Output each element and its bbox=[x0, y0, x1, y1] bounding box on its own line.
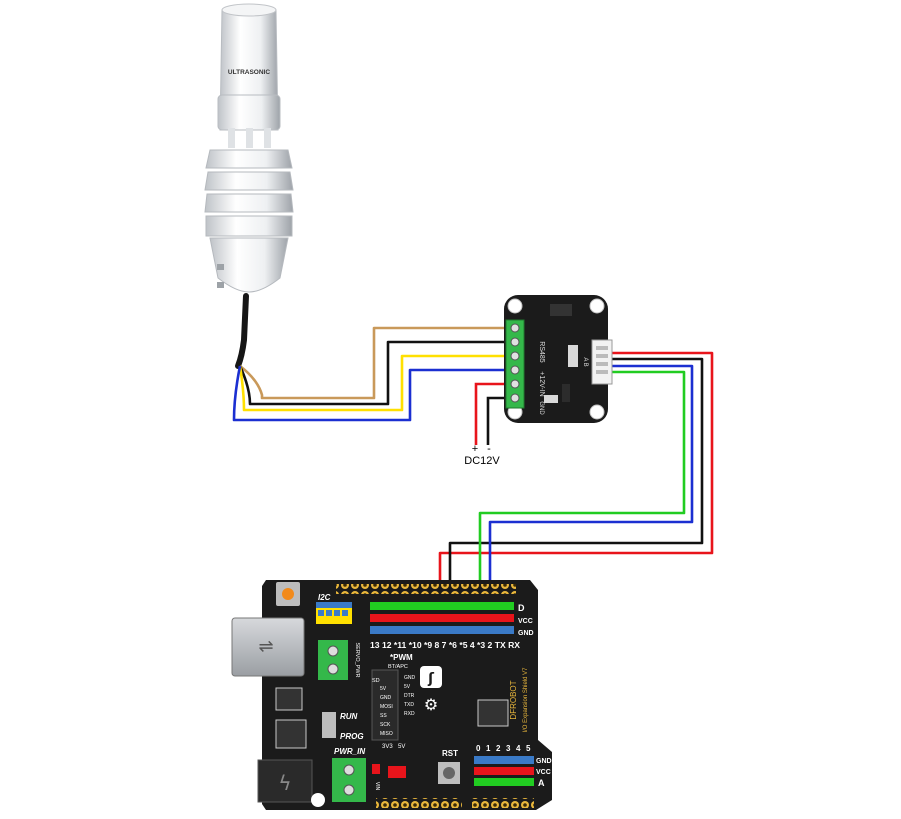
sd-label: SD bbox=[372, 678, 380, 684]
power-label: DC12V bbox=[464, 455, 500, 467]
svg-text:GND: GND bbox=[380, 695, 392, 701]
wire-blue-data bbox=[488, 364, 694, 610]
usb-icon: ⇌ bbox=[258, 636, 273, 657]
rs485-module: RS485 +12V-IN GND A B bbox=[504, 295, 613, 423]
gnd-label-bottom: GND bbox=[536, 758, 552, 765]
sensor-wires bbox=[232, 326, 520, 422]
gear-icon: ⚙ bbox=[424, 695, 438, 714]
svg-text:SCK: SCK bbox=[380, 722, 391, 728]
svg-text:5V: 5V bbox=[380, 686, 387, 692]
run-prog-switch[interactable] bbox=[322, 712, 336, 738]
servo-pwr-label: SERVO_PWR bbox=[354, 642, 360, 677]
module-label-rs485: RS485 bbox=[538, 341, 545, 363]
svg-text:SS: SS bbox=[380, 713, 387, 719]
vcc-label-top: VCC bbox=[518, 618, 533, 625]
power-plus-label: + bbox=[472, 443, 478, 455]
svg-text:3: 3 bbox=[506, 744, 511, 753]
module-to-shield-wires bbox=[438, 351, 714, 610]
3v3-label: 3V3 bbox=[382, 744, 393, 750]
digital-pin-labels: 13 12 *11 *10 *9 8 7 *6 *5 4 *3 2 TX RX bbox=[370, 641, 521, 650]
gnd-label-top: GND bbox=[518, 630, 534, 637]
io-expansion-shield: ⇌ ϟ I2C SERVO_PWR PWR_IN RUN PR bbox=[231, 580, 552, 810]
module-label-12v: +12V-IN bbox=[538, 371, 545, 397]
pwr-in-label: PWR_IN bbox=[334, 747, 365, 756]
bt-right-labels: GND 5V DTR TXD RXD bbox=[404, 675, 416, 717]
wire-blue-sensor bbox=[232, 365, 520, 422]
svg-text:RXD: RXD bbox=[404, 711, 415, 717]
module-label-gnd: GND bbox=[538, 401, 544, 415]
svg-text:5V: 5V bbox=[404, 684, 411, 690]
bt-left-labels: 5V GND MOSI SS SCK MISO bbox=[380, 686, 393, 737]
svg-text:2: 2 bbox=[496, 744, 501, 753]
brand-text: DFROBOT bbox=[509, 680, 518, 719]
power-minus-label: - bbox=[487, 443, 491, 455]
5v-label: 5V bbox=[398, 744, 405, 750]
svg-text:TXD: TXD bbox=[404, 702, 414, 708]
digital-pin-headers bbox=[370, 602, 514, 634]
ultrasonic-wind-sensor: ULTRASONIC bbox=[204, 3, 294, 369]
run-label: RUN bbox=[340, 712, 358, 721]
svg-text:4: 4 bbox=[516, 744, 521, 753]
svg-text:MOSI: MOSI bbox=[380, 704, 393, 710]
svg-text:GND: GND bbox=[404, 675, 416, 681]
sensor-brand-text: ULTRASONIC bbox=[228, 69, 270, 76]
dfrobot-logo-icon bbox=[420, 666, 442, 688]
terminal-screws bbox=[510, 323, 520, 403]
product-text: I/O Expansion Shield V7 bbox=[523, 667, 529, 733]
svg-text:ʃ: ʃ bbox=[427, 671, 435, 687]
module-connector-label: A B bbox=[582, 357, 588, 366]
wire-red-vcc bbox=[438, 351, 714, 610]
svg-text:MISO: MISO bbox=[380, 731, 393, 737]
rst-label: RST bbox=[442, 749, 458, 758]
wire-black-sensor bbox=[238, 340, 520, 406]
pwm-label: *PWM bbox=[390, 653, 413, 662]
wire-yellow bbox=[238, 354, 520, 412]
i2c-label: I2C bbox=[318, 593, 331, 602]
vcc-label-bottom: VCC bbox=[536, 769, 551, 776]
a-label: A bbox=[538, 778, 545, 788]
usb-port bbox=[231, 617, 305, 677]
wire-black-gnd bbox=[448, 357, 704, 610]
wire-tan bbox=[239, 326, 520, 400]
bt-apc-label: BT/APC bbox=[388, 664, 408, 670]
svg-text:5: 5 bbox=[526, 744, 531, 753]
analog-pin-labels: 0 1 2 3 4 5 bbox=[476, 744, 531, 753]
d-label: D bbox=[518, 603, 525, 613]
wire-green-data bbox=[478, 370, 686, 610]
svg-text:DTR: DTR bbox=[404, 693, 415, 699]
prog-label: PROG bbox=[340, 732, 364, 741]
dc-power-jack bbox=[257, 759, 313, 803]
lightning-icon: ϟ bbox=[278, 771, 291, 795]
vin-label: VIN bbox=[374, 782, 380, 791]
svg-text:1: 1 bbox=[486, 744, 491, 753]
svg-text:0: 0 bbox=[476, 744, 481, 753]
